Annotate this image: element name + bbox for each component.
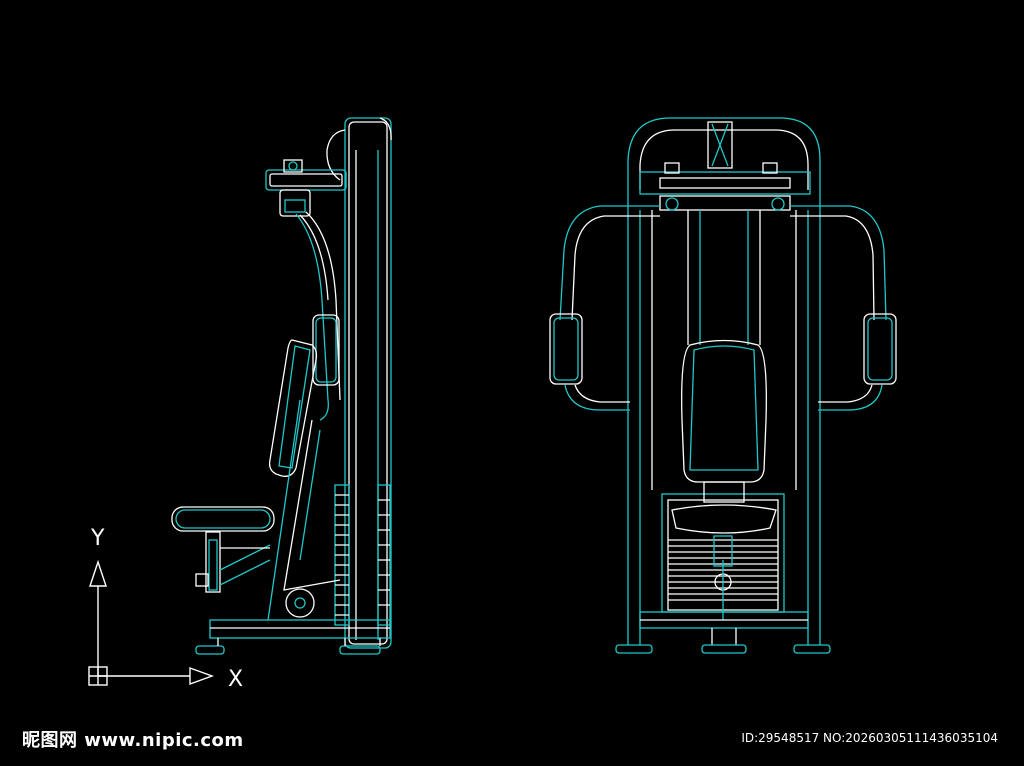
side-top-pivot: [265, 159, 347, 217]
front-base: [615, 611, 831, 654]
side-pulley: [285, 588, 315, 618]
side-weight-stack: [334, 484, 391, 626]
front-left-arm: [549, 205, 660, 411]
side-back-frame: [267, 399, 341, 621]
x-axis-arrow: [189, 667, 215, 685]
front-right-arm: [790, 205, 897, 411]
side-base: [195, 619, 391, 655]
side-back-pad: [268, 339, 318, 477]
y-axis-label: Y: [90, 526, 105, 551]
front-cross-beam: [639, 162, 811, 211]
watermark-site: 昵图网 www.nipic.com: [22, 730, 244, 751]
side-view: [171, 117, 392, 655]
front-uprights: [627, 190, 821, 645]
front-view: [549, 117, 897, 654]
side-arm-lever: [295, 211, 341, 421]
x-axis-label: X: [228, 667, 243, 692]
watermark-id: ID:29548517 NO:20260305111436035104: [741, 731, 998, 745]
side-seat: [171, 506, 275, 593]
front-back-pad: [681, 339, 767, 483]
front-top-arch: [627, 117, 821, 190]
y-axis-arrow: [89, 559, 107, 587]
ucs-axis-icon: Y X: [88, 526, 243, 692]
